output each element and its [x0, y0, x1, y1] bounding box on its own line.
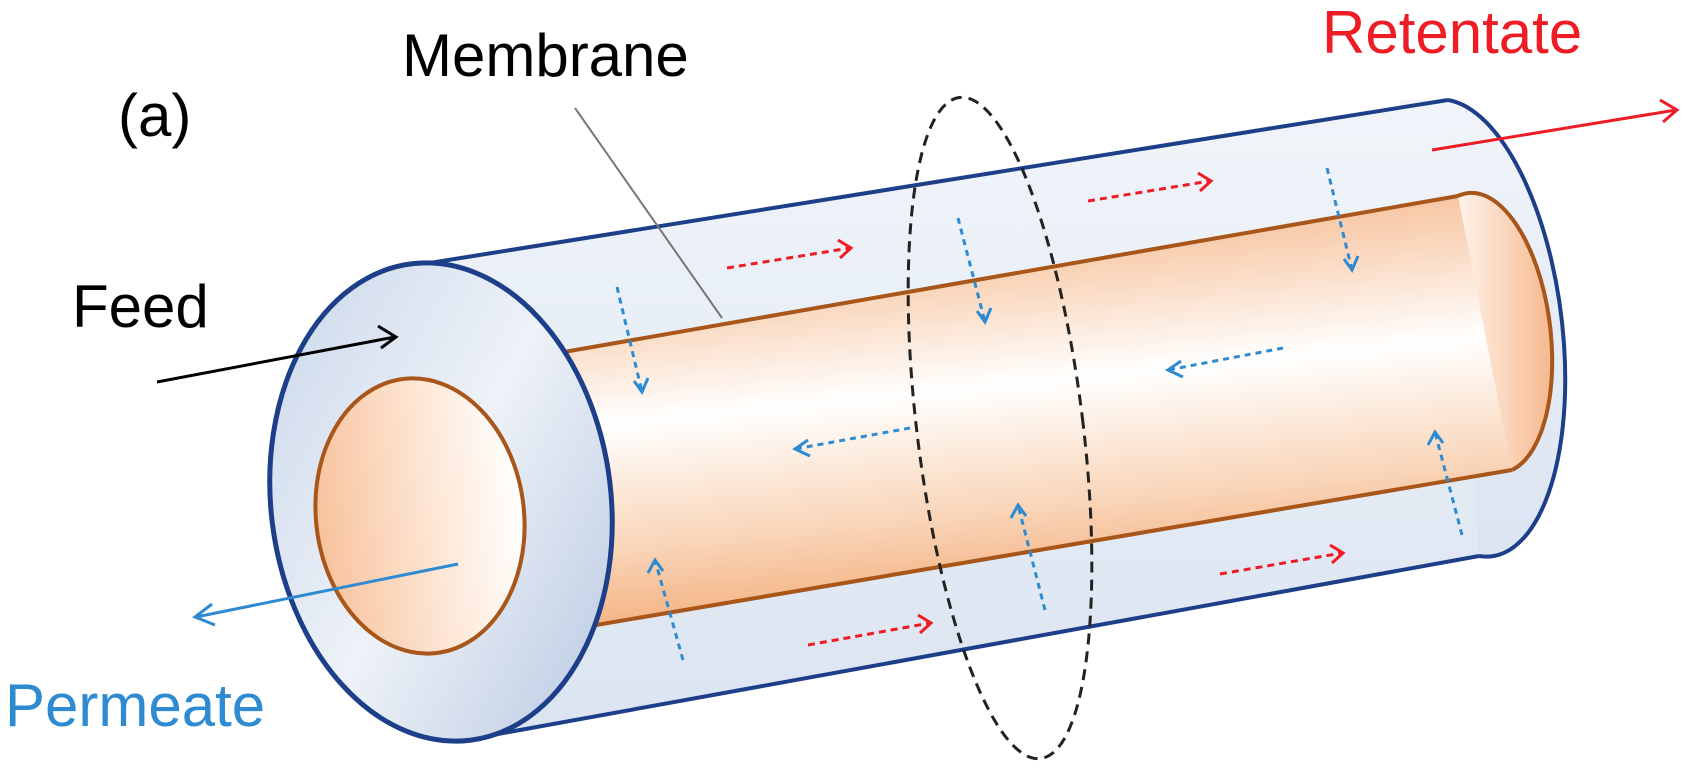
arrowhead-icon: [1164, 359, 1184, 379]
membrane-bottom-edge: [424, 468, 1513, 656]
arrowhead-icon: [1197, 171, 1214, 193]
arrowhead-icon: [975, 307, 993, 326]
feed-arrow: [156, 324, 399, 384]
cross-section-outline: [906, 95, 1094, 761]
arrow-right-icon: [377, 324, 399, 350]
permeate-label: Permeate: [5, 672, 265, 739]
arrowhead-icon: [646, 557, 665, 574]
permeate-flow-arrows: [615, 167, 1464, 661]
membrane-body: [415, 196, 1512, 654]
membrane-leader-line: [574, 107, 723, 319]
arrowhead-icon: [1329, 543, 1346, 565]
membrane-far-end-outline: [1457, 190, 1555, 472]
arrowhead-icon: [1426, 429, 1445, 446]
membrane-top-edge: [414, 194, 1459, 380]
shell-bottom-edge: [464, 554, 1480, 742]
membrane-near-end: [313, 376, 527, 656]
shell-top-edge: [416, 98, 1449, 267]
feed-label: Feed: [72, 273, 209, 340]
arrowhead-icon: [632, 377, 650, 396]
arrow-right-icon: [1659, 98, 1680, 124]
retentate-arrow: [1431, 98, 1680, 152]
arrowhead-icon: [837, 238, 854, 260]
arrow-left-icon: [191, 602, 216, 627]
membrane-label: Membrane: [402, 22, 689, 89]
permeate-arrow: [191, 562, 459, 627]
panel-label: (a): [118, 82, 191, 149]
arrowhead-icon: [1009, 502, 1028, 519]
arrowhead-icon: [1342, 255, 1360, 274]
membrane-tube: [414, 190, 1555, 656]
arrowhead-icon: [791, 438, 811, 458]
arrowhead-icon: [917, 613, 934, 635]
retentate-flow-arrows: [726, 179, 1343, 647]
retentate-label: Retentate: [1322, 0, 1582, 66]
